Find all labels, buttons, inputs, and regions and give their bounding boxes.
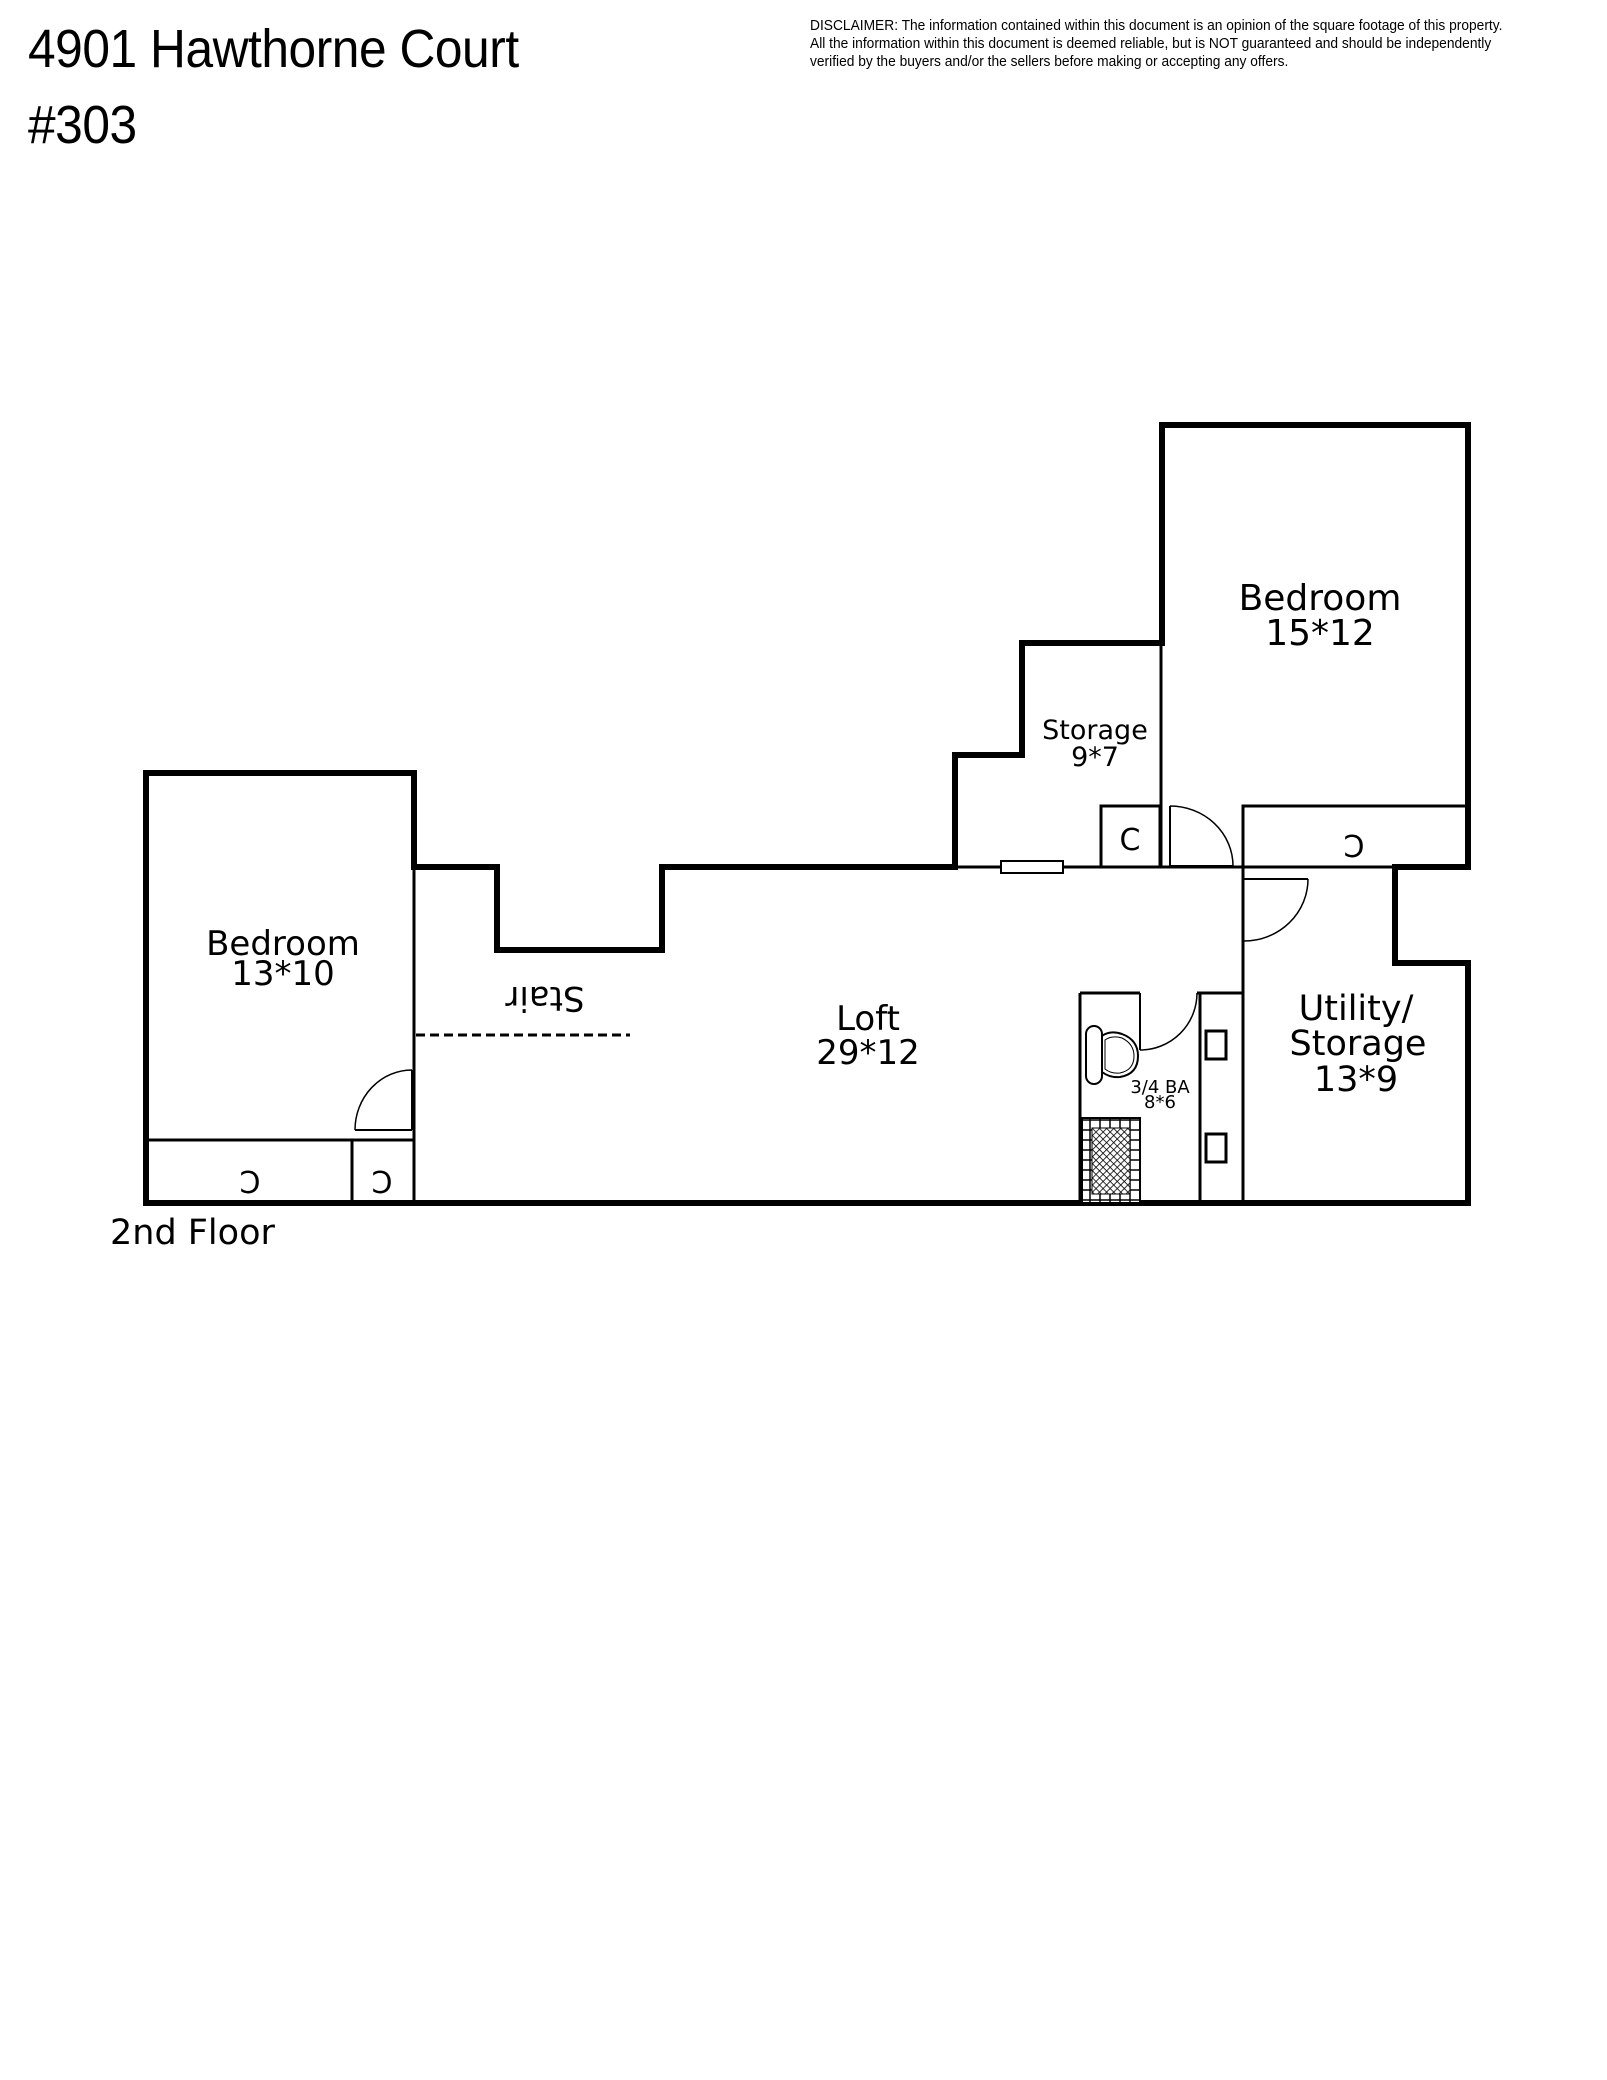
closet-label: C [1344, 827, 1365, 862]
closet [1099, 804, 1162, 869]
disclaimer-line: All the information within this document… [810, 36, 1492, 52]
closet-label: C [1120, 823, 1141, 858]
bathroom [1078, 991, 1243, 1204]
door-icon [354, 1069, 413, 1131]
disclaimer-line: DISCLAIMER: The information contained wi… [810, 18, 1503, 34]
unit-number: #303 [28, 95, 137, 155]
closet-label: C [372, 1163, 393, 1198]
room-name: Storage [1290, 1024, 1427, 1064]
room-name: Storage [1042, 715, 1148, 746]
disclaimer-line: verified by the buyers and/or the seller… [810, 54, 1289, 70]
door-icon [1169, 805, 1234, 867]
room-name: Loft [836, 999, 900, 1039]
closet-label: C [240, 1163, 261, 1198]
fixture-icon [1204, 1132, 1228, 1164]
room-dims: 8*6 [1144, 1092, 1176, 1113]
disclaimer: DISCLAIMER: The information contained wi… [810, 17, 1561, 71]
property-address: 4901 Hawthorne Court [28, 19, 519, 79]
room-name: 3/4 BA [1130, 1077, 1190, 1098]
exterior-walls [143, 422, 1471, 1206]
room-name: Stair [505, 978, 584, 1018]
toilet-icon [1085, 1025, 1140, 1085]
room-name: Bedroom [1239, 578, 1402, 619]
closet [1241, 804, 1470, 869]
room-dims: 15*12 [1265, 613, 1375, 654]
window-icon [1000, 860, 1064, 874]
door-icon [1243, 878, 1309, 942]
floor-label: 2nd Floor [110, 1213, 275, 1253]
room-dims: 9*7 [1071, 742, 1119, 773]
room-dims: 29*12 [816, 1033, 920, 1073]
room-dims: 13*10 [231, 954, 335, 994]
shower-icon [1081, 1117, 1141, 1204]
room-name: Utility/ [1299, 989, 1414, 1029]
fixture-icon [1204, 1029, 1228, 1061]
room-name: Bedroom [206, 924, 360, 964]
room-dims: 13*9 [1314, 1060, 1398, 1100]
